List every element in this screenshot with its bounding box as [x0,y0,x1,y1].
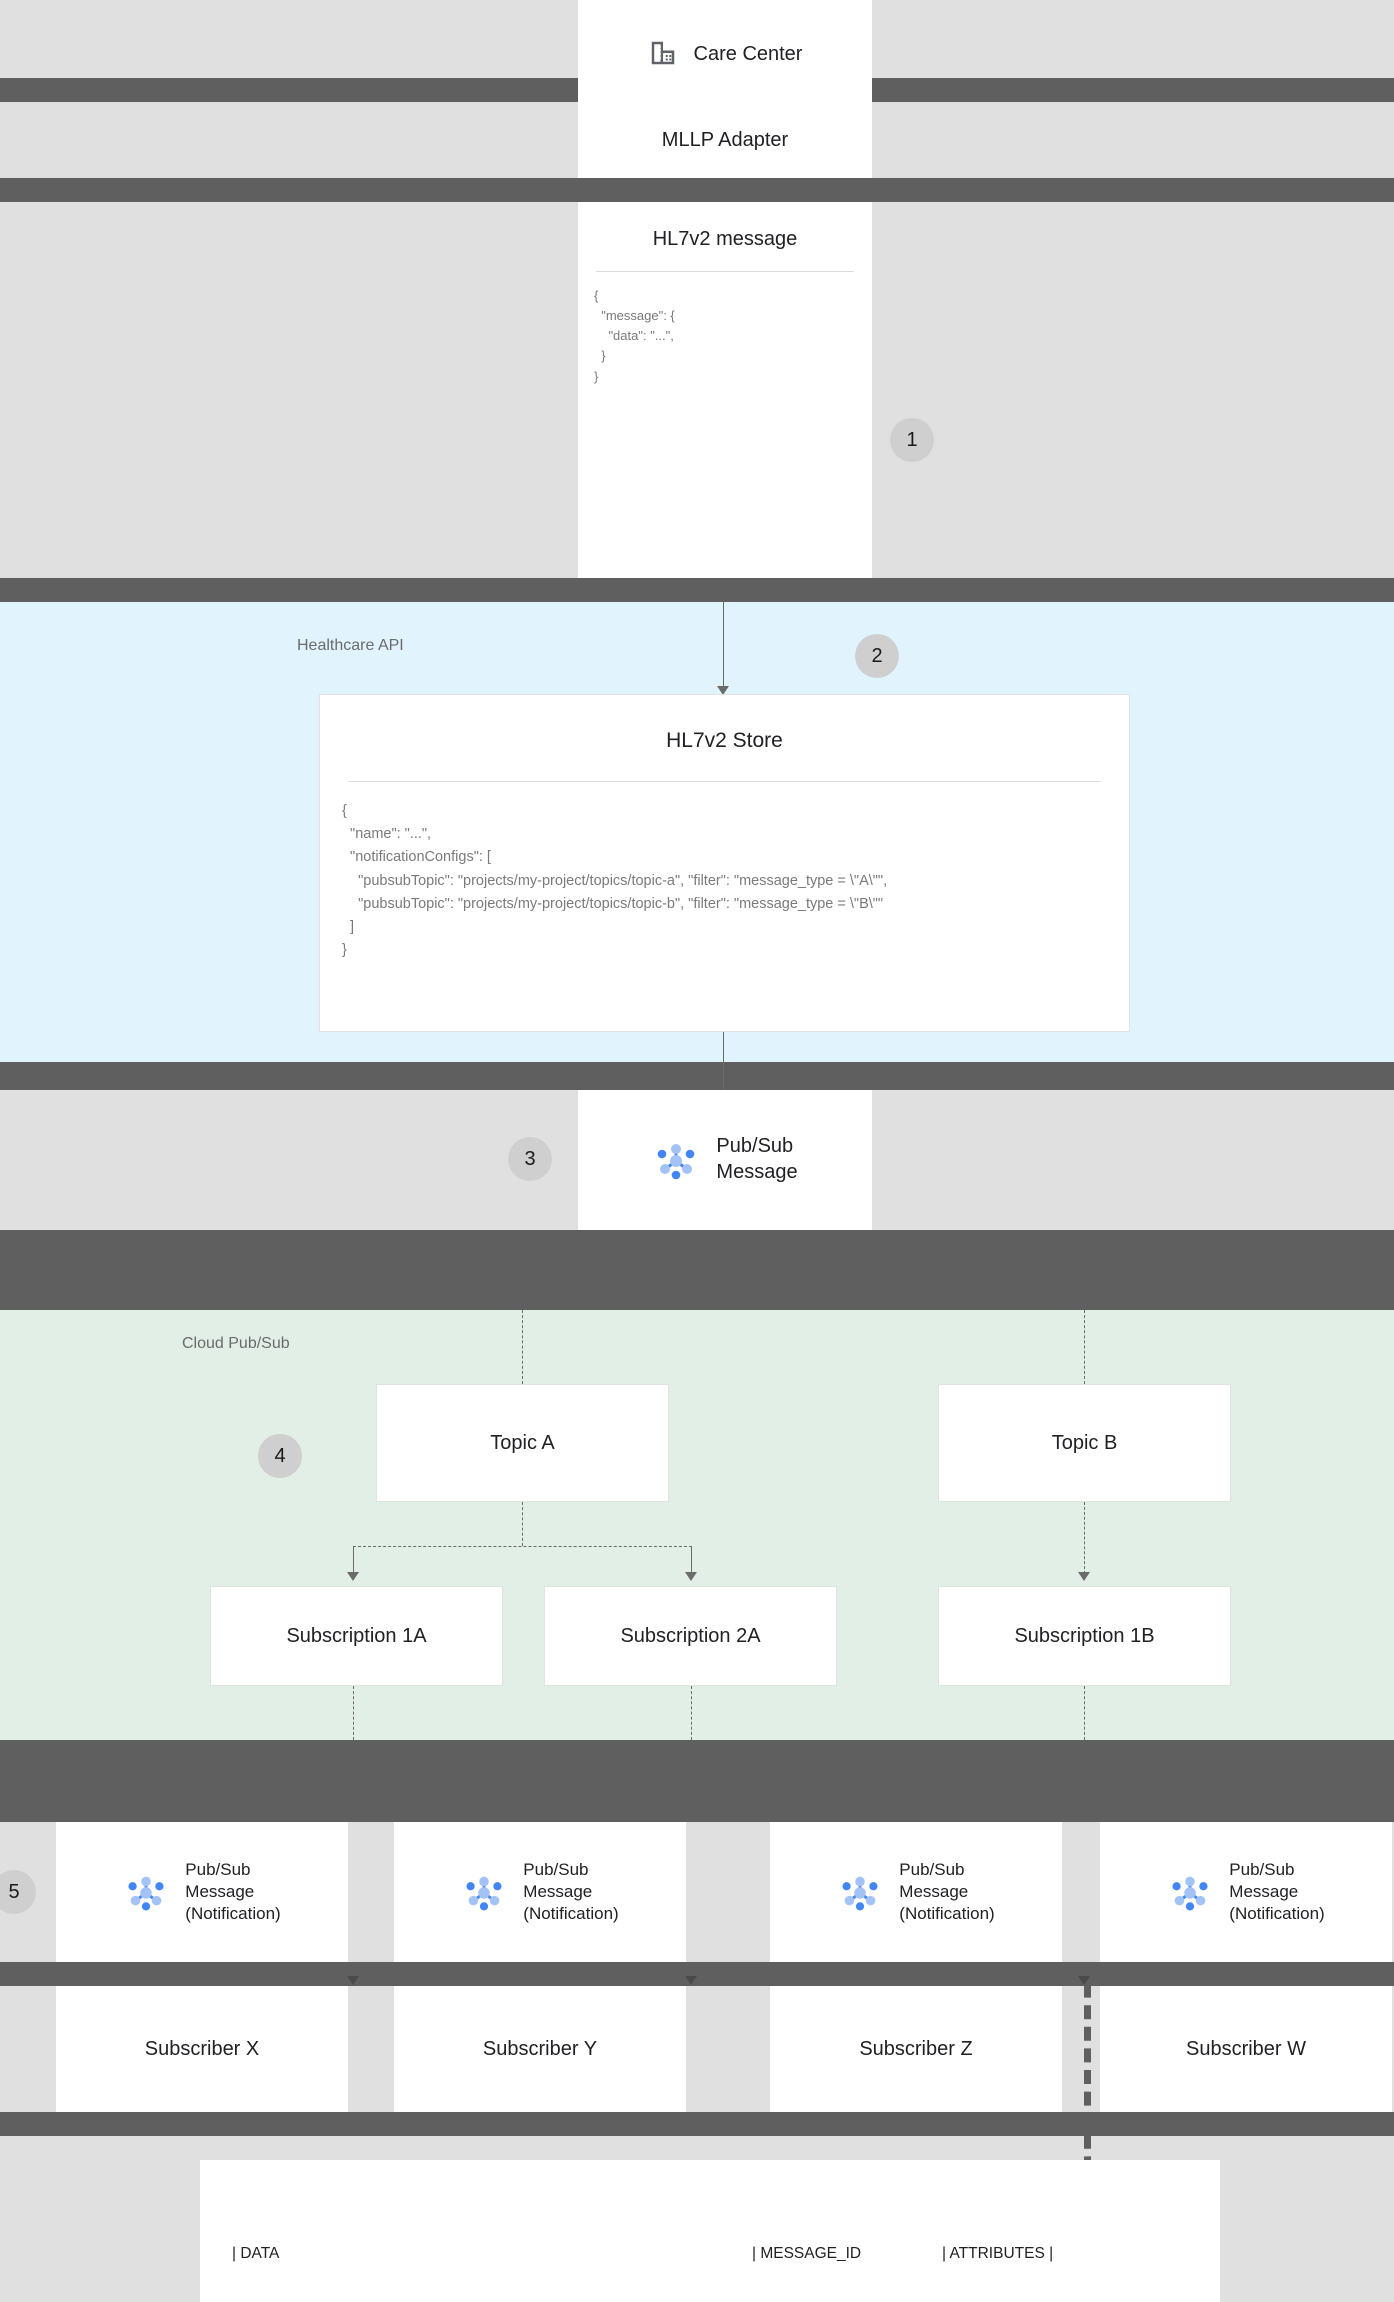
connector-message-to-store-arrow [717,686,729,695]
band-divider-4 [0,1062,1394,1090]
band-divider-6 [0,1740,1394,1822]
node-hl7v2-store-code: { "name": "...", "notificationConfigs": … [342,803,888,959]
node-notification-2[interactable]: Pub/Sub Message (Notification) [394,1822,686,1962]
card-divider [348,781,1101,782]
band-stripe-f [0,1800,1394,1805]
node-pubsub-message-label: Pub/Sub Message [716,1135,798,1183]
console-output-table: | DATA | MESSAGE_ID | ATTRIBUTES | | ---… [200,2160,1220,2302]
table-header-message-id: | MESSAGE_ID [752,2245,862,2263]
table-header-data: | DATA [232,2245,280,2263]
connector-sub1b-down [1084,1686,1085,1740]
node-notification-3-label: Pub/Sub Message (Notification) [899,1860,995,1923]
band-divider-3 [0,578,1394,602]
node-subscription-1a[interactable]: Subscription 1A [210,1586,503,1686]
band-divider-7 [0,1962,1394,1986]
node-hl7v2-store-title: HL7v2 Store [666,729,783,752]
step-badge-4-number: 4 [274,1444,286,1467]
node-subscriber-z-label: Subscriber Z [859,2037,973,2060]
connector-sub1a-arrow [347,1572,359,1581]
connector-pubsub-to-topic-b [1084,1310,1085,1384]
step-badge-4: 4 [258,1434,302,1478]
connector-subscriber-w-arrow [1078,1976,1090,1985]
node-subscriber-y[interactable]: Subscriber Y [394,1986,686,2112]
section-caption-healthcare-api: Healthcare API [297,637,404,654]
node-notification-2-label: Pub/Sub Message (Notification) [523,1860,619,1923]
connector-topic-b-to-sub1b [1084,1502,1085,1574]
connector-topic-a-down [522,1502,523,1546]
node-notification-1-label: Pub/Sub Message (Notification) [185,1860,281,1923]
node-subscriber-z[interactable]: Subscriber Z [770,1986,1062,2112]
section-caption-cloud-pubsub: Cloud Pub/Sub [182,1335,290,1352]
table-header-row: | DATA | MESSAGE_ID | ATTRIBUTES | [232,2240,1188,2267]
node-subscription-2a-label: Subscription 2A [620,1624,761,1647]
connector-message-to-store [723,602,724,688]
connector-topic-a-to-sub2a [691,1546,692,1574]
node-hl7v2-store[interactable]: HL7v2 Store { "name": "...", "notificati… [319,694,1130,1032]
pubsub-icon [837,1869,883,1915]
node-subscription-1b[interactable]: Subscription 1B [938,1586,1231,1686]
node-hl7v2-message-code: { "message": { "data": "...", } } [594,288,675,384]
building-icon [648,38,678,73]
node-subscription-1a-label: Subscription 1A [286,1624,427,1647]
node-topic-b-label: Topic B [1051,1431,1118,1454]
band-divider-2 [0,178,1394,202]
table-header-attributes: | ATTRIBUTES | [942,2245,1054,2263]
node-care-center-label: Care Center [693,43,803,66]
pubsub-icon [1167,1869,1213,1915]
node-notification-4-label: Pub/Sub Message (Notification) [1229,1860,1325,1923]
node-subscriber-y-label: Subscriber Y [482,2037,598,2060]
node-subscriber-w[interactable]: Subscriber W [1100,1986,1392,2112]
band-stripe-c [0,1284,1394,1290]
step-badge-3-number: 3 [524,1147,536,1170]
connector-sub2a-down [691,1686,692,1740]
node-topic-a[interactable]: Topic A [376,1384,669,1502]
band-stripe-d [0,1752,1394,1758]
node-topic-a-label: Topic A [490,1431,555,1454]
step-badge-5-number: 5 [8,1880,20,1903]
step-badge-1-number: 1 [906,428,918,451]
node-notification-1[interactable]: Pub/Sub Message (Notification) [56,1822,348,1962]
node-pubsub-message[interactable]: Pub/Sub Message [578,1090,872,1230]
connector-sub2a-arrow [685,1572,697,1581]
node-subscriber-x-label: Subscriber X [144,2037,260,2060]
node-subscriber-w-label: Subscriber W [1185,2037,1307,2060]
node-notification-3[interactable]: Pub/Sub Message (Notification) [770,1822,1062,1962]
connector-subscriber-x-arrow [347,1976,359,1985]
step-badge-5: 5 [0,1870,36,1914]
node-topic-b[interactable]: Topic B [938,1384,1231,1502]
band-stripe-b [0,1262,1394,1268]
node-subscription-2a[interactable]: Subscription 2A [544,1586,837,1686]
band-divider-5 [0,1230,1394,1310]
node-mllp-adapter[interactable]: MLLP Adapter [578,102,872,178]
node-hl7v2-message-title: HL7v2 message [652,228,798,250]
connector-pubsub-to-topic-a [522,1310,523,1384]
card-divider [596,271,854,272]
node-notification-4[interactable]: Pub/Sub Message (Notification) [1100,1822,1392,1962]
node-mllp-adapter-label: MLLP Adapter [661,128,789,151]
connector-sub1b-arrow [1078,1572,1090,1581]
connector-vertical-rail [1084,1962,1091,2192]
connector-sub1a-down [353,1686,354,1740]
connector-topic-a-bus [353,1546,692,1547]
step-badge-1: 1 [890,418,934,462]
connector-store-to-pubsub [723,1032,724,1090]
step-badge-3: 3 [508,1137,552,1181]
pubsub-icon [652,1136,700,1184]
connector-subscriber-y-arrow [685,1976,697,1985]
node-hl7v2-message[interactable]: HL7v2 message { "message": { "data": "..… [578,202,872,578]
pubsub-icon [123,1869,169,1915]
connector-topic-a-to-sub1a [353,1546,354,1574]
node-care-center[interactable]: Care Center [578,0,872,110]
step-badge-2: 2 [855,634,899,678]
step-badge-2-number: 2 [871,644,883,667]
node-subscription-1b-label: Subscription 1B [1014,1624,1155,1647]
band-divider-8 [0,2112,1394,2136]
band-stripe-a [0,1240,1394,1246]
node-subscriber-x[interactable]: Subscriber X [56,1986,348,2112]
band-stripe-e [0,1776,1394,1781]
pubsub-icon [461,1869,507,1915]
